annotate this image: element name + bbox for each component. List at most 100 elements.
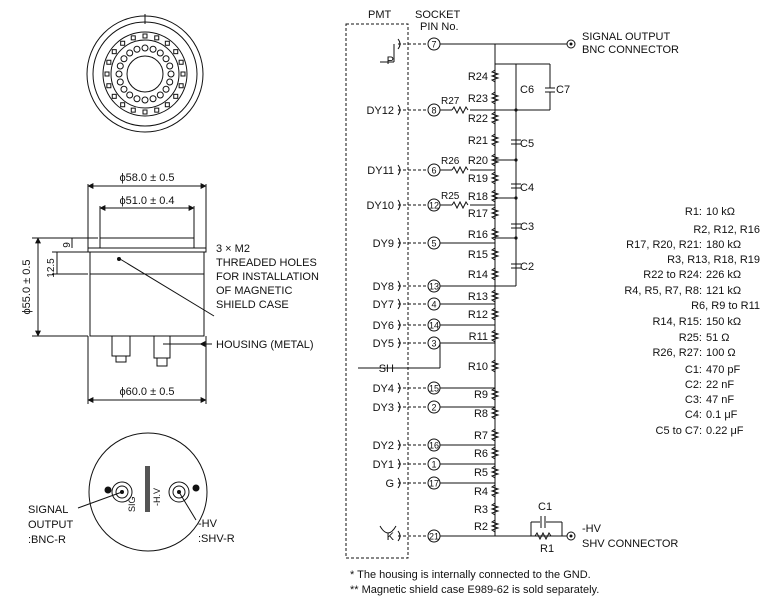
- series-resistor-label: R26: [441, 156, 460, 167]
- electrode-label: G: [385, 478, 394, 490]
- junction-dot: [514, 196, 518, 200]
- svg-text:SHIELD CASE: SHIELD CASE: [216, 299, 289, 311]
- value-row: C5 to C7:0.22 μF: [656, 425, 744, 437]
- svg-text::SHV-R: :SHV-R: [198, 533, 235, 545]
- value-name: C4:: [685, 409, 702, 421]
- resistor-label: R3: [474, 504, 488, 516]
- socket-pin-number: 12: [429, 201, 439, 211]
- pmt-label: PMT: [368, 9, 392, 21]
- socket-pin-number: 5: [431, 239, 436, 249]
- resistor-icon: [490, 189, 500, 203]
- value-name: R1:: [685, 206, 702, 218]
- svg-text:THREADED HOLES: THREADED HOLES: [216, 257, 317, 269]
- resistor-label: R2: [474, 521, 488, 533]
- value-amount: 10 kΩ: [706, 206, 735, 218]
- bottom-view: -H.V SIG SIGNAL OUTPUT :BNC-R -HV :SHV-R: [28, 432, 235, 552]
- value-amount: 470 pF: [706, 364, 741, 376]
- dim-9: 9: [62, 242, 73, 248]
- socket-slot: [154, 35, 160, 41]
- socket-pin-number: 2: [431, 403, 436, 413]
- dim-12-5: 12.5: [46, 258, 57, 278]
- resistor-chain: R24R23R22R21R20R19R18R17R16R15R14R13R12R…: [468, 69, 552, 541]
- electrode-label: DY11: [367, 165, 394, 177]
- socket-slot: [142, 109, 148, 115]
- resistor-icon: [490, 69, 500, 83]
- value-amount: 47 nF: [706, 394, 734, 406]
- socket-slot: [111, 93, 117, 99]
- resistor-label: R20: [468, 155, 488, 167]
- socket-slot: [111, 49, 117, 55]
- resistor-icon: [490, 227, 500, 241]
- bnc-label: BNC CONNECTOR: [582, 44, 679, 56]
- socket-slot: [178, 59, 184, 65]
- c2-label: C2: [520, 261, 534, 273]
- capacitor-plates: [495, 108, 521, 269]
- value-name: R6, R9 to R11: [691, 300, 760, 312]
- resistor-icon: [490, 387, 500, 401]
- series-resistor-icon: [451, 165, 469, 175]
- socket-pin-number: 3: [431, 339, 436, 349]
- socket-pin-number: 16: [429, 441, 439, 451]
- resistor-label: R5: [474, 467, 488, 479]
- electrode-label: DY12: [366, 105, 394, 117]
- value-row: R14, R15:150 kΩ: [652, 316, 741, 328]
- resistor-icon: [490, 519, 500, 533]
- socket-pin-hole: [115, 70, 123, 78]
- value-row: R1: 10 kΩ: [685, 206, 735, 218]
- c4-label: C4: [520, 182, 534, 194]
- signal-out-label: SIGNAL OUTPUT: [582, 31, 670, 43]
- value-amount: 0.1 μF: [706, 409, 738, 421]
- electrode-label: DY8: [373, 281, 394, 293]
- electrode-label: DY10: [366, 200, 394, 212]
- socket-pin-hole: [166, 78, 174, 86]
- svg-text:SIGNAL: SIGNAL: [28, 504, 68, 516]
- resistor-icon: [490, 133, 500, 147]
- value-amount: 0.22 μF: [706, 425, 744, 437]
- resistor-label: R16: [468, 229, 488, 241]
- junction-dot: [514, 108, 518, 112]
- resistor-icon: [490, 359, 500, 373]
- resistor-r1-icon: [534, 531, 552, 541]
- socket-pin-hole: [162, 55, 170, 63]
- note-housing: * The housing is internally connected to…: [350, 569, 591, 581]
- junction-dot: [514, 236, 518, 240]
- resistor-label: R4: [474, 486, 488, 498]
- socket-pin-hole: [166, 62, 174, 70]
- c6-label: C6: [520, 84, 534, 96]
- socket-pin-hole: [167, 70, 175, 78]
- value-amount: 100 Ω: [706, 347, 736, 359]
- socket-pin-hole: [156, 49, 164, 57]
- socket-pin-number: 13: [429, 282, 439, 292]
- resistor-label: R22: [468, 113, 488, 125]
- resistor-label: R17: [468, 208, 488, 220]
- socket-pin-number: 4: [431, 300, 436, 310]
- resistor-icon: [490, 247, 500, 261]
- resistor-icon: [490, 91, 500, 105]
- value-name: C1:: [685, 364, 702, 376]
- socket-slot: [180, 71, 186, 77]
- value-row: R17, R20, R21:180 kΩ: [626, 239, 741, 251]
- electrode-label: P: [387, 55, 394, 67]
- socket-slot: [173, 93, 179, 99]
- series-resistor-label: R25: [441, 191, 460, 202]
- socket-pin-hole: [133, 95, 141, 103]
- resistor-label: R8: [474, 408, 488, 420]
- value-row: C2:22 nF: [685, 379, 735, 391]
- electrode-label: SH: [379, 363, 394, 375]
- resistor-label: R13: [468, 291, 488, 303]
- socket-slot: [178, 83, 184, 89]
- socket-pin-hole: [120, 55, 128, 63]
- socket-label: SOCKET: [415, 9, 461, 21]
- svg-text:OUTPUT: OUTPUT: [28, 519, 74, 531]
- socket-pin-hole: [116, 78, 124, 86]
- c5-label: C5: [520, 138, 534, 150]
- dim-58: ϕ58.0 ± 0.5: [119, 172, 174, 184]
- svg-text:FOR INSTALLATION: FOR INSTALLATION: [216, 271, 319, 283]
- svg-text::BNC-R: :BNC-R: [28, 534, 66, 546]
